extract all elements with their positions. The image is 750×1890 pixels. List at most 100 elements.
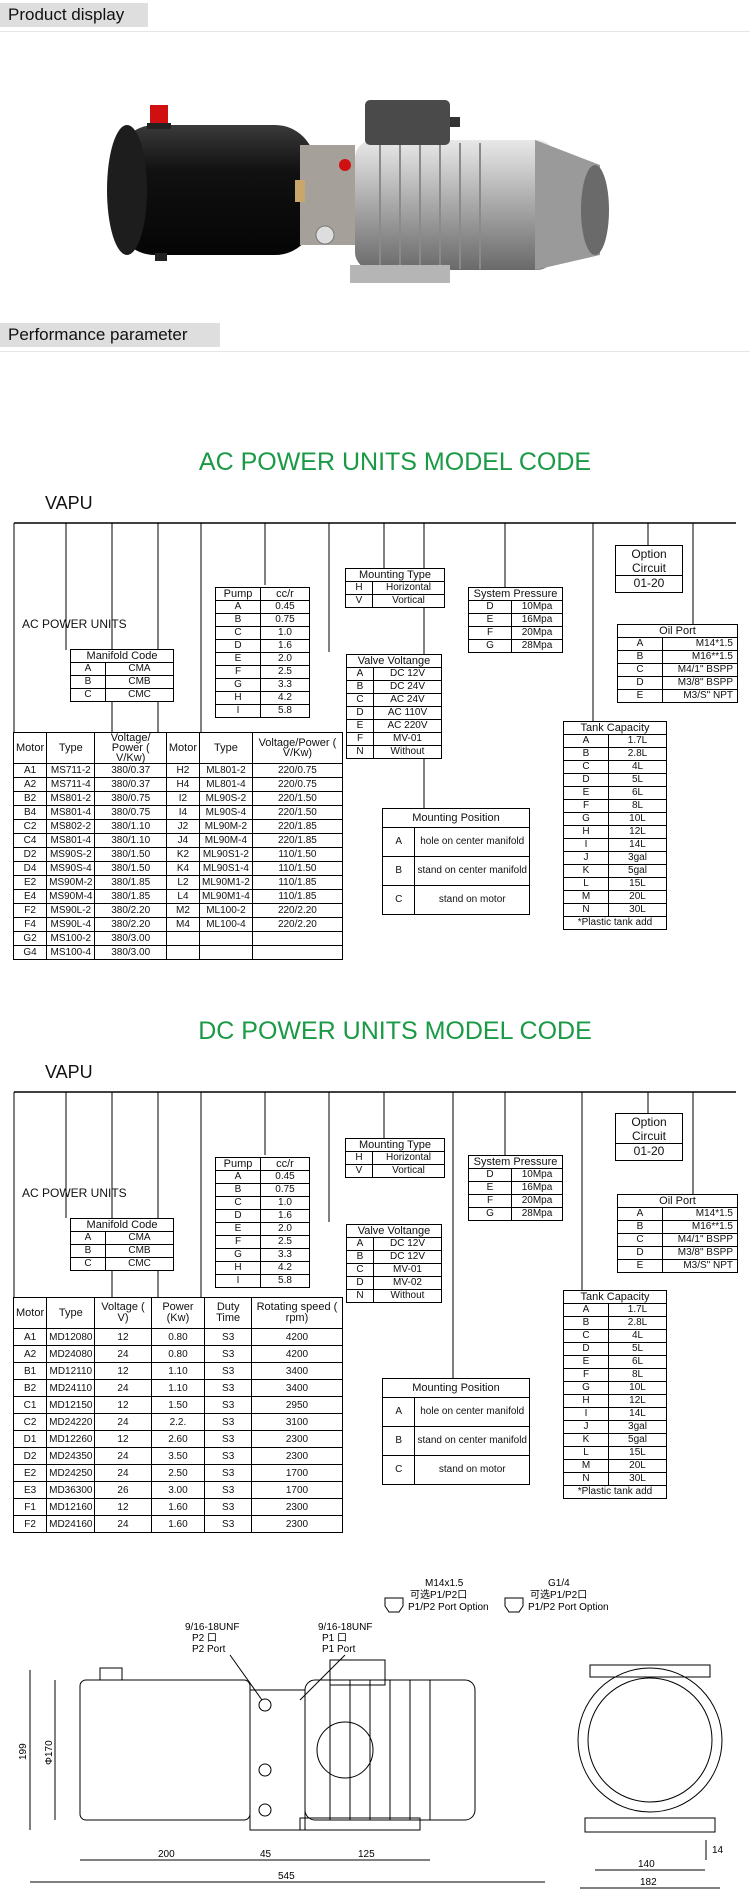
- table-cell: 12: [94, 1396, 152, 1414]
- table-cell: M3/S" NPT: [662, 689, 738, 703]
- table-cell: A: [381, 827, 416, 857]
- table-cell: S3: [204, 1396, 252, 1414]
- table-cell: B: [346, 1250, 374, 1264]
- table-cell: 1.0: [260, 1196, 310, 1210]
- p2-label: P2 Port: [192, 1644, 226, 1655]
- table-cell: D1: [12, 1430, 48, 1448]
- table-cell: C: [70, 688, 106, 702]
- table-cell: 1.7L: [608, 1303, 667, 1317]
- table-cell: S3: [204, 1447, 252, 1465]
- table-cell: G: [215, 1248, 261, 1262]
- dim-140: 140: [638, 1859, 655, 1870]
- table-cell: MD24350: [46, 1447, 96, 1465]
- table-cell: 12L: [608, 1394, 667, 1408]
- table-cell: J: [563, 1420, 609, 1434]
- table-cell: S3: [204, 1430, 252, 1448]
- table-cell: F: [215, 1235, 261, 1249]
- table-cell: 28Mpa: [511, 639, 563, 653]
- table-cell: 2.50: [150, 1464, 206, 1482]
- table-cell: AC 220V: [373, 719, 442, 733]
- table-cell: B: [70, 1244, 106, 1258]
- table-cell: 1.10: [150, 1362, 206, 1380]
- table-cell: S3: [204, 1379, 252, 1397]
- table-cell: 4.2: [260, 1261, 310, 1275]
- table-note: *Plastic tank add: [563, 916, 667, 930]
- table-cell: S3: [204, 1515, 252, 1533]
- table-cell: E2: [12, 1464, 48, 1482]
- table-cell: hole on center manifold: [414, 827, 530, 857]
- table-cell: 0.45: [260, 1170, 310, 1184]
- dim-200: 200: [158, 1849, 175, 1860]
- p1-cn: P1 口: [322, 1633, 347, 1644]
- table-cell: MD24080: [46, 1345, 96, 1363]
- table-note-row: *Plastic tank add: [563, 1485, 667, 1499]
- table-cell: stand on motor: [414, 1455, 530, 1485]
- table-cell: C: [563, 1329, 609, 1343]
- p2-thread: 9/16-18UNF: [185, 1622, 239, 1633]
- table-cell: 2.0: [260, 1222, 310, 1236]
- table-cell: C: [70, 1257, 106, 1271]
- table-cell: MD24110: [46, 1379, 96, 1397]
- table-cell: MS100-4: [46, 945, 96, 960]
- table-cell: CMB: [105, 1244, 174, 1258]
- table-cell: Without: [373, 745, 442, 759]
- dim-14: 14: [712, 1845, 724, 1856]
- table-cell: 5gal: [608, 1433, 667, 1447]
- table-cell: 12: [94, 1430, 152, 1448]
- product-image: [107, 100, 609, 283]
- table-cell: B: [381, 1426, 416, 1456]
- table-cell: MD12150: [46, 1396, 96, 1414]
- table-cell: 28Mpa: [511, 1207, 563, 1221]
- table-header: Voltage ( V): [94, 1297, 152, 1329]
- table-header-row: Oil Port: [617, 1194, 738, 1208]
- port-a-thread: M14x1.5: [425, 1578, 464, 1589]
- table-cell: 2300: [250, 1430, 344, 1448]
- table-header: Power (Kw): [150, 1297, 206, 1329]
- port-b-cn: 可选P1/P2口: [530, 1588, 587, 1601]
- table-cell: 3gal: [608, 1420, 667, 1434]
- table-cell: 1.6: [260, 1209, 310, 1223]
- option-title: Option: [631, 1115, 667, 1129]
- dc-option-circuit: Option Circuit 01-20: [615, 1113, 683, 1161]
- table-cell: I: [563, 1407, 609, 1421]
- table-cell: F2: [12, 1515, 48, 1533]
- table-cell: 10Mpa: [511, 1168, 563, 1182]
- table-header: Voltage/Power ( V/Kw): [251, 732, 344, 764]
